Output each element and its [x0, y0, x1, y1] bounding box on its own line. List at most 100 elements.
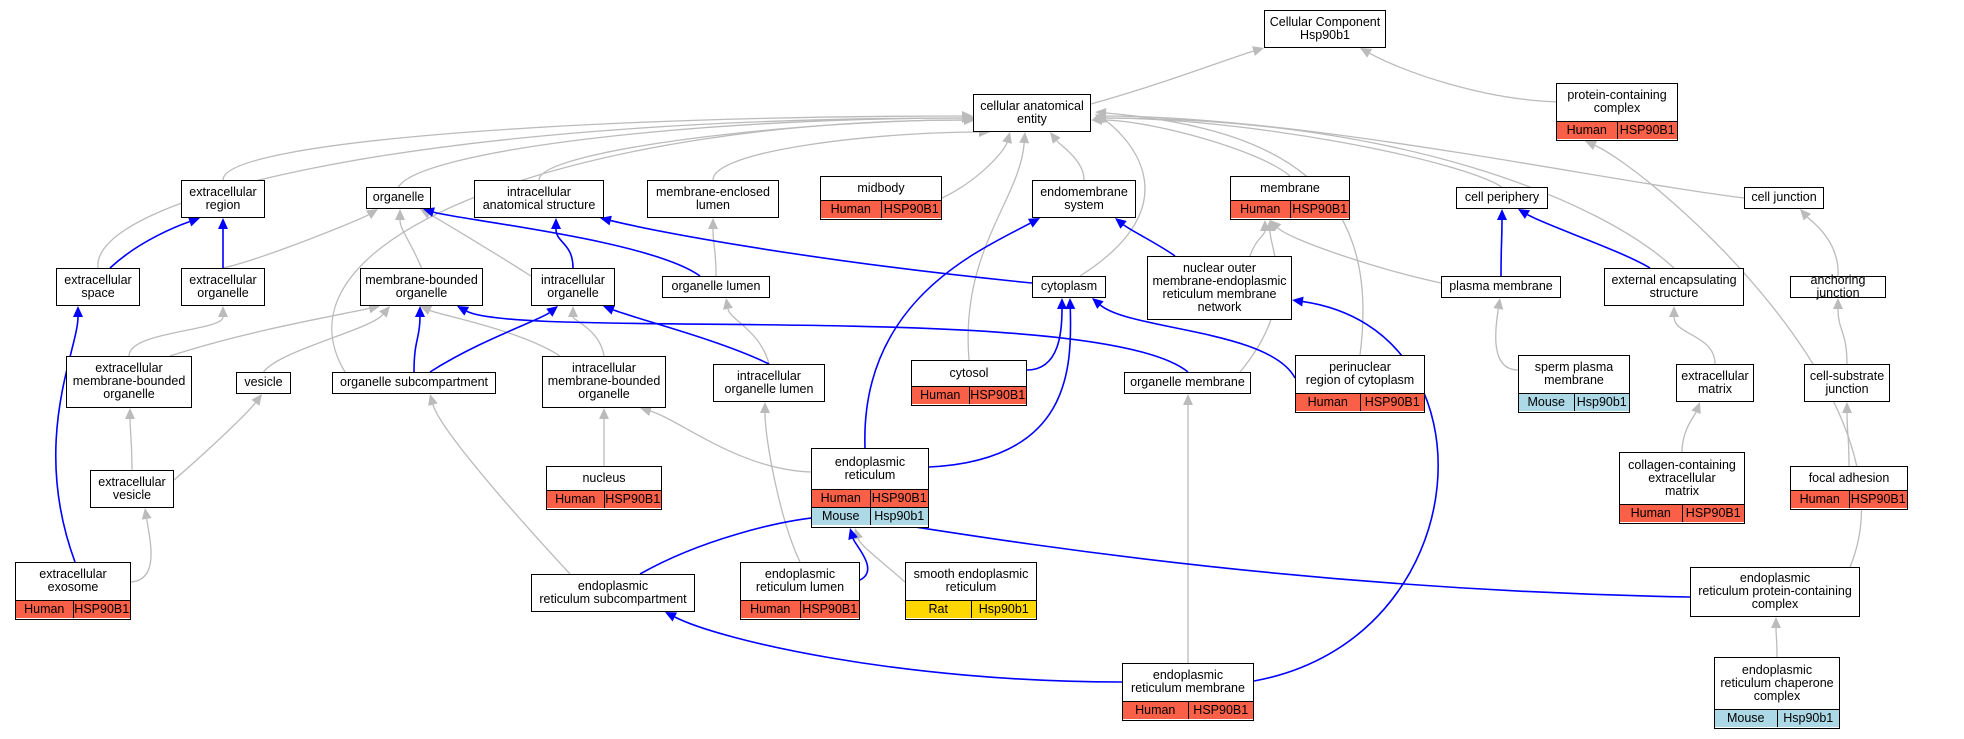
- is-a-edge-plasmamem-to-membrane: [1277, 227, 1442, 284]
- part-of-edge-orglumen-to-organelle: [433, 211, 701, 277]
- is-a-edge-intmbo-to-intorg: [572, 316, 605, 357]
- node-title-line: organelle: [395, 285, 448, 300]
- node-title-line: organelle: [578, 387, 630, 401]
- arrowhead: [708, 218, 718, 229]
- node-title-line: reticulum: [945, 580, 997, 595]
- arrowhead: [599, 408, 609, 419]
- node-anchjunc[interactable]: anchoring junction: [1790, 273, 1886, 299]
- part-of-edge-extencap-to-cellper: [1527, 213, 1651, 269]
- species-label: Human: [1630, 505, 1671, 520]
- is-a-edge-intorg-to-organelle: [429, 213, 532, 277]
- node-orgmem[interactable]: organelle membrane: [1124, 372, 1251, 394]
- node-title: cell periphery: [1465, 191, 1539, 204]
- is-a-edge-membrane-to-cae: [1101, 119, 1291, 177]
- is-a-edge-endomem-to-cae: [1056, 140, 1085, 181]
- is-a-edge-extspace-to-cae: [97, 117, 963, 269]
- node-organelle[interactable]: organelle: [366, 187, 431, 209]
- node-title: cytoplasm: [1041, 280, 1097, 293]
- node-title: focal adhesion: [1809, 471, 1890, 485]
- gene-label: HSP90B1: [869, 490, 929, 507]
- node-title-line: cell junction: [1751, 190, 1817, 204]
- species-label: Human: [24, 601, 65, 616]
- part-of-edge-nucouter-to-endomem: [1123, 224, 1176, 257]
- is-a-edge-organelle-to-cae: [397, 117, 965, 188]
- arrowhead: [1115, 218, 1127, 229]
- node-vesicle[interactable]: vesicle: [236, 372, 291, 394]
- is-a-edge-extves-to-extmbo: [129, 418, 133, 471]
- gene-label: HSP90B1: [1616, 121, 1678, 139]
- arrowhead: [723, 298, 733, 310]
- node-orglumen[interactable]: organelle lumen: [662, 276, 770, 298]
- species-label: Human: [555, 491, 596, 506]
- node-plasmamem[interactable]: plasma membrane: [1441, 276, 1561, 298]
- node-title-line: endomembrane: [1040, 184, 1128, 199]
- part-of-edge-erpcc-to-er: [880, 520, 1691, 598]
- is-a-edge-cae-to-root: [1090, 50, 1254, 105]
- node-cytoplasm[interactable]: cytoplasm: [1032, 276, 1106, 298]
- node-title-line: perinuclear: [1329, 360, 1391, 375]
- part-of-edge-orgmem-to-mbo: [466, 310, 1189, 373]
- arrowhead: [379, 306, 390, 318]
- part-of-edge-cytoplasm-to-ias: [610, 219, 1033, 284]
- node-title-line: entity: [1017, 111, 1047, 126]
- node-title-line: complex: [1593, 101, 1641, 116]
- part-of-edge-intorg-to-ias: [555, 228, 574, 269]
- arrowhead: [1669, 306, 1679, 317]
- arrowhead: [568, 306, 578, 317]
- node-celljunc[interactable]: cell junction: [1744, 187, 1824, 209]
- species-label: Human: [820, 491, 861, 505]
- arrowhead: [1183, 394, 1193, 405]
- is-a-edge-anchjunc-to-celljunc: [1806, 216, 1839, 277]
- species-label: Mouse: [821, 509, 860, 523]
- node-title-line: membrane-endoplasmic: [1152, 273, 1287, 288]
- node-orgsub[interactable]: organelle subcompartment: [332, 372, 496, 394]
- is-a-edge-extves-to-vesicle: [173, 402, 256, 481]
- node-cellper[interactable]: cell periphery: [1456, 187, 1548, 209]
